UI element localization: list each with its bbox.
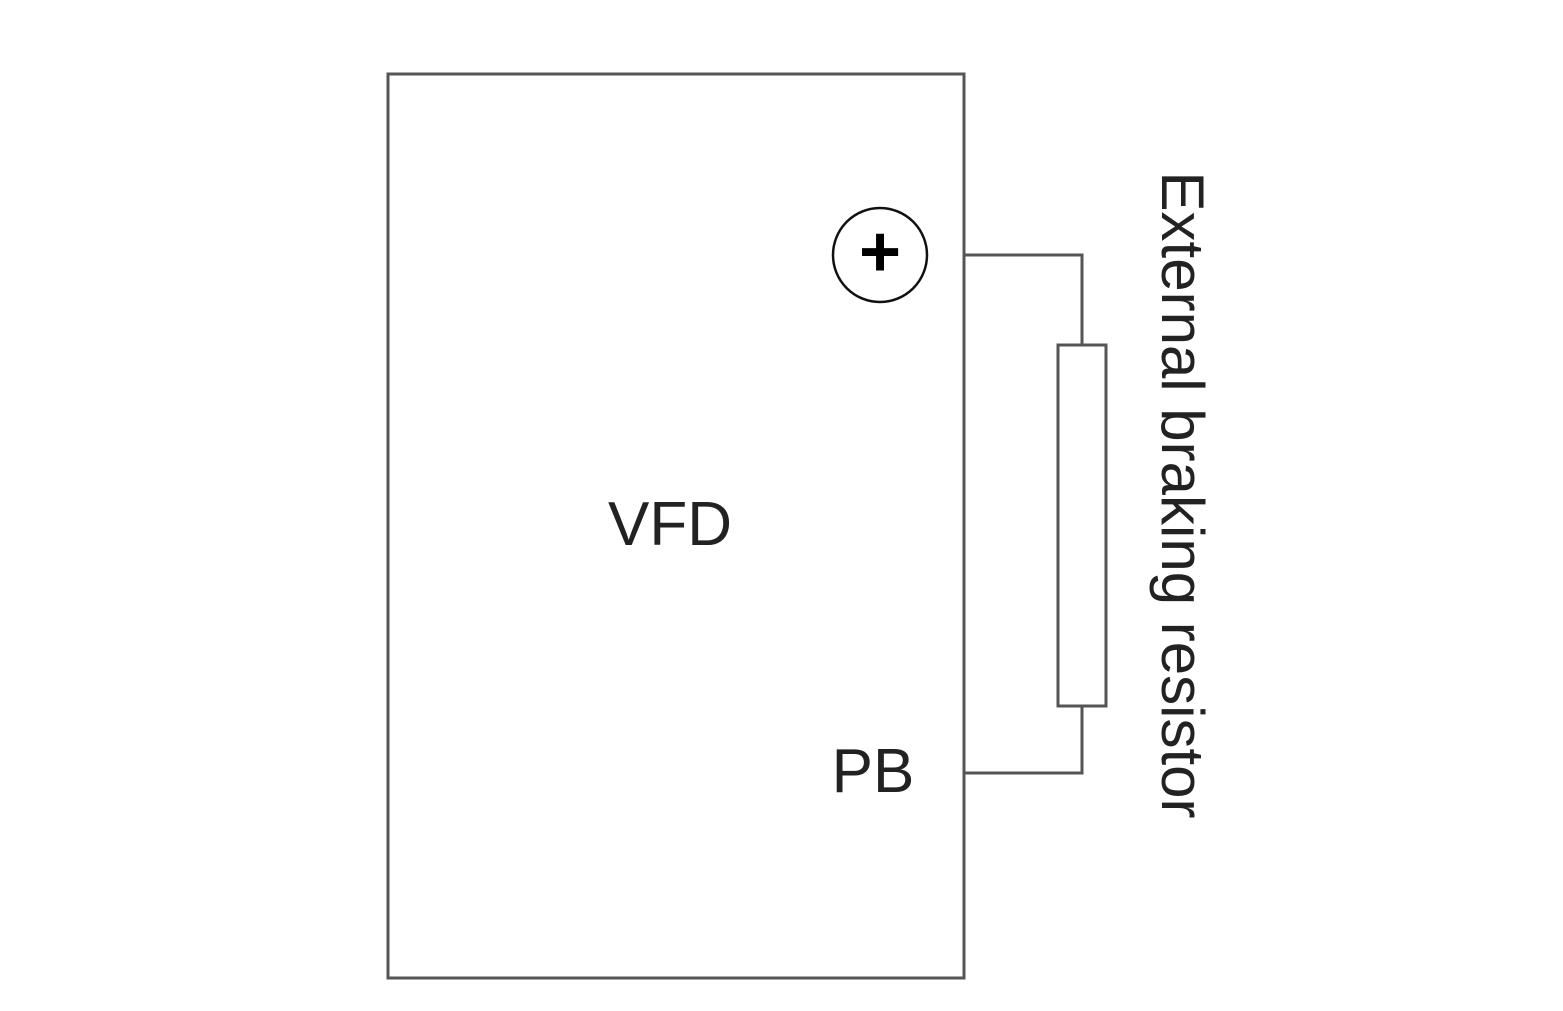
vfd-label: VFD [608, 490, 732, 559]
vfd-box [386, 72, 966, 980]
plus-terminal-icon: + [831, 206, 929, 304]
wire-resistor-to-pb [964, 706, 1084, 775]
pb-terminal-label: PB [832, 737, 915, 806]
resistor-symbol [1056, 343, 1108, 708]
plus-terminal-symbol: + [859, 212, 901, 292]
resistor-label: External braking resistor [1149, 172, 1216, 819]
wire-plus-to-resistor [964, 253, 1084, 345]
